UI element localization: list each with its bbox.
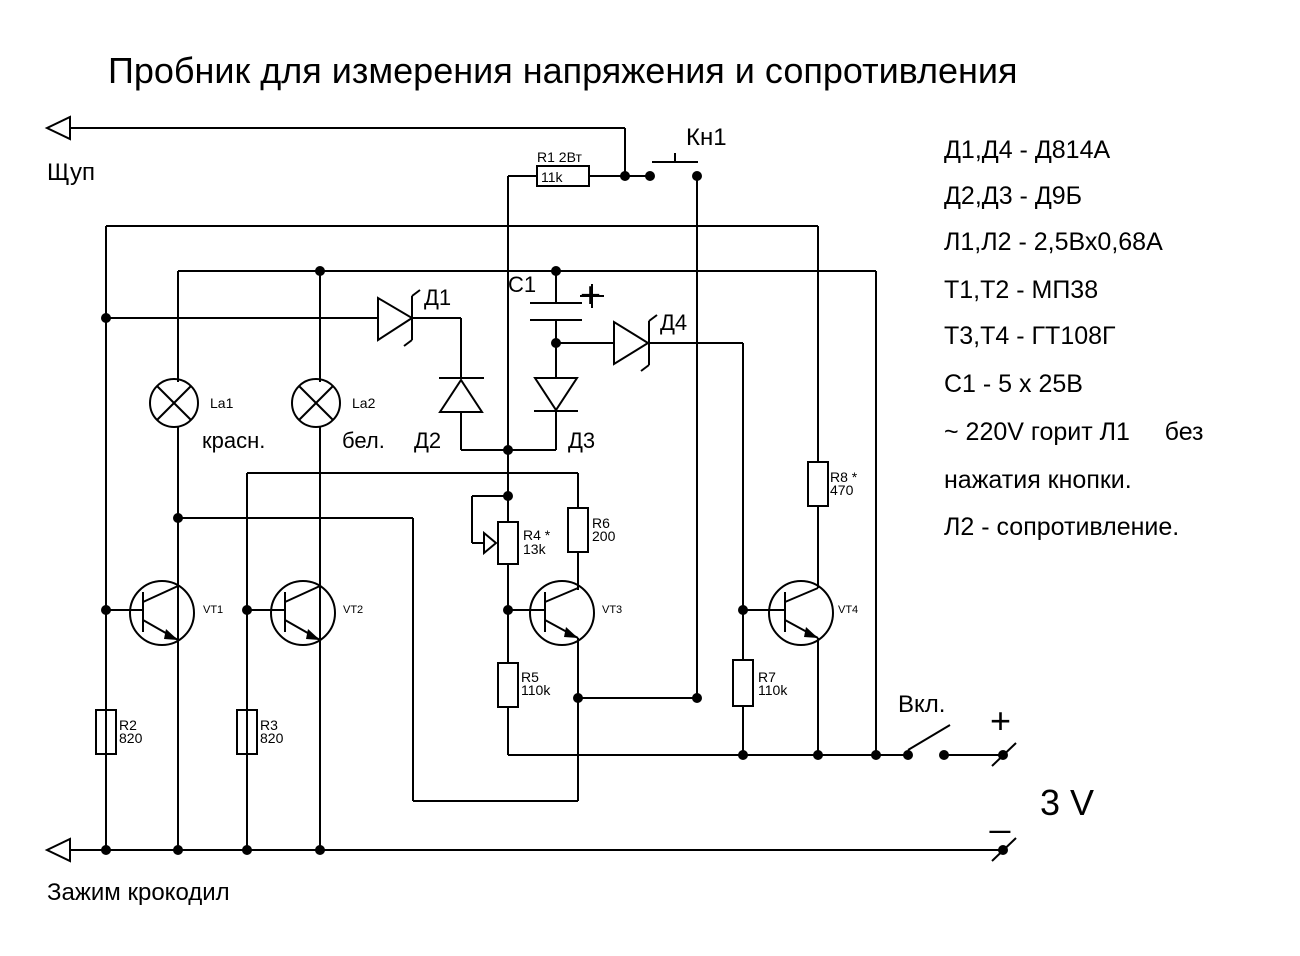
r7-value: 110k [758,682,788,698]
transistor-vt3 [508,580,595,801]
resistor-r6 [567,507,589,590]
vt1-label: VT1 [203,604,223,616]
clamp-label: Зажим крокодил [47,879,230,906]
diode-d3 [533,377,579,450]
resistor-r8 [807,461,829,507]
resistor-r7 [732,659,754,755]
junction-dots [101,171,1008,855]
transistor-vt4 [743,506,834,755]
parts-list-item: Л1,Л2 - 2,5Вх0,68А [944,228,1163,256]
parts-list-item: С1 - 5 х 25В [944,370,1083,398]
vt4-label: VT4 [838,604,858,616]
lamp-la2 [291,271,341,850]
button-label: Кн1 [686,124,727,151]
r7-ref: R7 [758,669,776,685]
d3-label: Д3 [568,428,595,453]
button-kn1 [578,153,698,699]
resistor-r2 [95,709,117,755]
parts-list: Д1,Д4 - Д814А Д2,Д3 - Д9Б Л1,Л2 - 2,5Вх0… [944,136,1204,541]
battery-plus: + [990,700,1011,741]
la2-color: бел. [342,428,385,453]
diagram-title: Пробник для измерения напряжения и сопро… [108,50,1018,91]
d4-label: Д4 [660,310,687,335]
parts-list-item: Д1,Д4 - Д814А [944,136,1110,164]
parts-list-item: ~ 220V горит Л1 без [944,418,1204,446]
r4-ref: R4 * [523,527,551,543]
r1-value: 11k [541,169,564,185]
ground-rail [44,837,1017,863]
diode-d2 [438,377,556,451]
resistor-r1 [507,165,650,450]
parts-list-item: нажатия кнопки. [944,466,1132,494]
r6-value: 200 [592,528,616,544]
probe-label: Щуп [47,159,95,186]
r8-ref: R8 * [830,469,858,485]
battery-minus: _ [989,793,1011,834]
la1-color: красн. [202,428,265,453]
parts-list-item: Т3,Т4 - ГТ108Г [944,322,1116,350]
d1-label: Д1 [424,285,451,310]
r5-value: 110k [521,682,551,698]
diode-d1 [106,289,462,378]
r6-ref: R6 [592,515,610,531]
vt3-label: VT3 [602,604,622,616]
r1-ref: R1 2Вт [537,149,582,165]
transistor-vt1 [106,580,195,646]
r4-value: 13k [523,541,547,557]
d2-label: Д2 [414,428,441,453]
switch-label: Вкл. [898,691,945,718]
capacitor-plus: + [580,274,601,315]
resistor-r3 [236,709,258,755]
r3-value: 820 [260,730,284,746]
la2-label: La2 [352,395,376,411]
lamp-la1 [149,271,199,850]
battery-voltage: 3 V [1040,782,1094,823]
resistor-r5 [497,662,519,755]
r3-ref: R3 [260,717,278,733]
capacitor-c1 [530,271,604,378]
vt2-label: VT2 [343,604,363,616]
r2-value: 820 [119,730,143,746]
r8-value: 470 [830,482,854,498]
c1-label: C1 [508,272,536,297]
parts-list-item: Л2 - сопротивление. [944,513,1179,541]
resistor-r4 [471,450,519,663]
r5-ref: R5 [521,669,539,685]
parts-list-item: Т1,Т2 - МП38 [944,276,1098,304]
transistor-vt2 [247,580,336,646]
parts-list-item: Д2,Д3 - Д9Б [944,182,1082,210]
la1-label: La1 [210,395,234,411]
r2-ref: R2 [119,717,137,733]
probe-lead [44,115,626,176]
diode-d4 [556,314,744,660]
